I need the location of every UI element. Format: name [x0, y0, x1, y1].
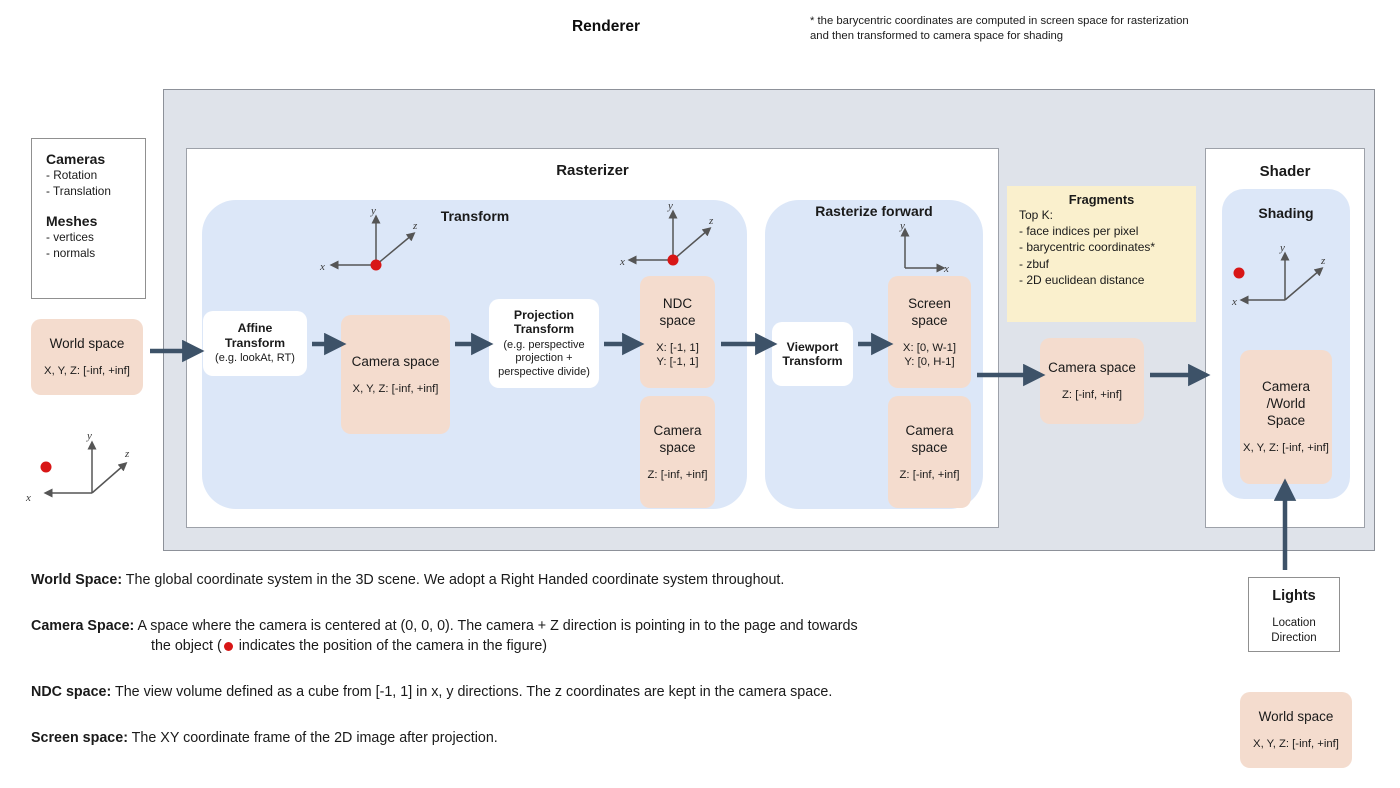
legend-term-camera: Camera Space:: [31, 618, 135, 634]
axis-label-z: z: [412, 220, 418, 232]
affine-transform-box: Affine Transform (e.g. lookAt, RT): [203, 311, 307, 376]
camera-dot-icon: [370, 259, 382, 271]
legend-desc-camera: A space where the camera is centered at …: [134, 618, 858, 634]
fragments-box: Fragments Top K: - face indices per pixe…: [1007, 186, 1196, 322]
axis-label-x: x: [25, 492, 31, 504]
lights-title: Lights: [1272, 588, 1316, 604]
rasterize-forward-title: Rasterize forward: [815, 203, 933, 219]
legend-term-ndc: NDC space:: [31, 684, 112, 700]
axis-label-x: x: [1231, 296, 1237, 308]
ndc-space-title: NDC space: [659, 295, 696, 328]
camera-dot-icon: [223, 641, 233, 651]
legend-row-camera: Camera Space: A space where the camera i…: [31, 616, 1111, 656]
cameras-item-rotation: - Rotation: [46, 168, 98, 182]
legend-desc-camera-line2: the object ( indicates the position of t…: [31, 636, 1111, 656]
axis-label-y: y: [899, 220, 905, 232]
legend-row-ndc: NDC space: The view volume defined as a …: [31, 682, 1111, 702]
camera-world-space-title: Camera /World Space: [1261, 379, 1310, 429]
camera-space-range: X, Y, Z: [-inf, +inf]: [352, 382, 439, 395]
renderer-title: Renderer: [571, 18, 641, 35]
camera-space-ndc-title: Camera space: [653, 422, 702, 455]
lights-box: Lights Location Direction: [1248, 577, 1340, 652]
barycentric-footnote: * the barycentric coordinates are comput…: [810, 15, 1189, 42]
fragments-title: Fragments: [1068, 192, 1135, 207]
legend-desc-camera-2b: indicates the position of the camera in …: [234, 638, 548, 654]
legend-desc-ndc: The view volume defined as a cube from […: [111, 684, 833, 700]
camera-dot-icon: [40, 461, 52, 473]
axis-label-x: x: [943, 263, 949, 275]
axis-label-y: y: [86, 430, 92, 442]
screen-space-range: X: [0, W-1] Y: [0, H-1]: [902, 341, 957, 369]
camera-space-frag-title: Camera space: [1048, 360, 1136, 376]
meshes-item-vertices: - vertices: [46, 230, 94, 244]
camera-space-box-screen: Camera space Z: [-inf, +inf]: [888, 396, 971, 508]
axis-label-y: y: [667, 200, 673, 212]
camera-world-space-range: X, Y, Z: [-inf, +inf]: [1243, 442, 1329, 455]
camera-space-screen-range: Z: [-inf, +inf]: [899, 468, 960, 481]
axis-label-z: z: [1320, 255, 1326, 267]
legend-desc-world: The global coordinate system in the 3D s…: [122, 572, 785, 588]
camera-space-box-transform: Camera space X, Y, Z: [-inf, +inf]: [341, 315, 450, 434]
affine-transform-title: Affine Transform: [224, 321, 286, 350]
meshes-heading: Meshes: [46, 213, 98, 229]
camera-world-space-box: Camera /World Space X, Y, Z: [-inf, +inf…: [1240, 350, 1332, 484]
fragments-list: Top K: - face indices per pixel - baryce…: [1019, 208, 1156, 287]
shader-title: Shader: [1259, 163, 1311, 180]
legend-desc-screen: The XY coordinate frame of the 2D image …: [127, 730, 498, 746]
world-space-box: World space X, Y, Z: [-inf, +inf]: [31, 319, 143, 395]
axis-label-z: z: [708, 215, 714, 227]
transform-panel-title: Transform: [440, 208, 510, 224]
world-space-range: X, Y, Z: [-inf, +inf]: [44, 365, 130, 378]
viewport-transform-box: Viewport Transform: [772, 322, 853, 386]
camera-space-frag-range: Z: [-inf, +inf]: [1062, 389, 1122, 402]
camera-space-box-ndc: Camera space Z: [-inf, +inf]: [640, 396, 715, 508]
meshes-item-normals: - normals: [46, 246, 96, 260]
camera-space-box-fragments: Camera space Z: [-inf, +inf]: [1040, 338, 1144, 424]
legend-desc-camera-2a: the object (: [151, 638, 222, 654]
legend-text-block: World Space: The global coordinate syste…: [31, 570, 1111, 774]
axis-gizmo-world-legend: y x z: [25, 430, 130, 504]
ndc-space-box: NDC space X: [-1, 1] Y: [-1, 1]: [640, 276, 715, 388]
legend-row-world: World Space: The global coordinate syste…: [31, 570, 1111, 590]
axis-gizmo-shading: y x z: [1231, 242, 1326, 308]
legend-term-world: World Space:: [31, 572, 123, 588]
camera-space-screen-title: Camera space: [905, 422, 954, 455]
affine-transform-sub: (e.g. lookAt, RT): [215, 352, 295, 365]
world-space-light-range: X, Y, Z: [-inf, +inf]: [1253, 738, 1339, 751]
camera-space-ndc-range: Z: [-inf, +inf]: [647, 468, 708, 481]
axis-label-x: x: [619, 256, 625, 268]
lights-items: Location Direction: [1271, 617, 1317, 644]
camera-dot-icon: [1233, 267, 1245, 279]
axis-label-y: y: [1279, 242, 1285, 254]
axis-gizmo-transform: y x z: [319, 205, 418, 273]
rasterizer-title: Rasterizer: [556, 162, 629, 179]
axis-label-y: y: [370, 205, 376, 217]
viewport-transform-title: Viewport Transform: [782, 339, 843, 369]
world-space-box-lights: World space X, Y, Z: [-inf, +inf]: [1240, 692, 1352, 768]
screen-space-title: Screen space: [908, 295, 951, 328]
world-space-light-title: World space: [1258, 709, 1334, 725]
world-space-title: World space: [49, 336, 125, 352]
axis-label-x: x: [319, 261, 325, 273]
projection-transform-title: Projection Transform: [513, 307, 575, 337]
legend-term-screen: Screen space:: [31, 730, 128, 746]
screen-space-box: Screen space X: [0, W-1] Y: [0, H-1]: [888, 276, 971, 388]
cameras-item-translation: - Translation: [46, 184, 111, 198]
camera-dot-icon: [667, 254, 679, 266]
ndc-space-range: X: [-1, 1] Y: [-1, 1]: [656, 341, 699, 369]
camera-space-title: Camera space: [351, 353, 440, 369]
cameras-heading: Cameras: [46, 151, 106, 167]
projection-transform-box: Projection Transform (e.g. perspective p…: [489, 299, 599, 388]
shading-panel-title: Shading: [1258, 205, 1314, 221]
legend-row-screen: Screen space: The XY coordinate frame of…: [31, 728, 1111, 748]
axis-gizmo-ndc: y x z: [619, 200, 714, 268]
axis-label-z: z: [124, 448, 130, 460]
axis-gizmo-screen: y x: [899, 220, 949, 275]
inputs-box: Cameras - Rotation - Translation Meshes …: [31, 138, 146, 299]
projection-transform-sub: (e.g. perspective projection + perspecti…: [498, 338, 590, 378]
